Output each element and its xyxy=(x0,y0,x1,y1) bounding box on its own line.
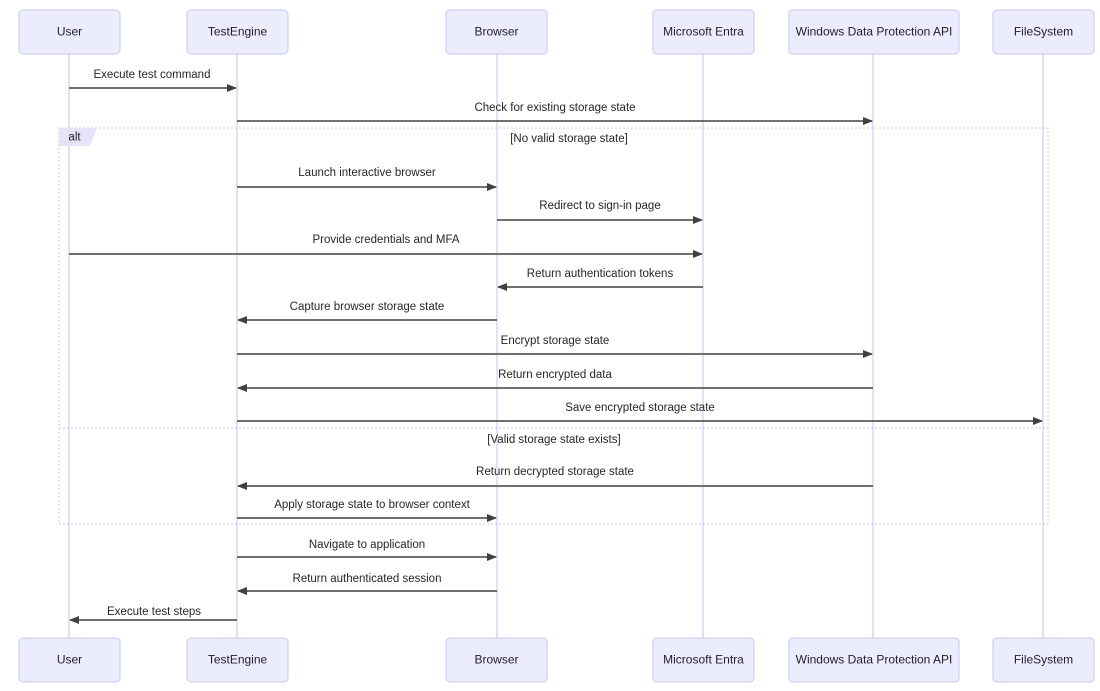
footer-actors-group: User TestEngine Browser Microsoft Entra Wind… xyxy=(18,637,1095,683)
message-label-m11: Return decrypted storage state xyxy=(476,466,634,478)
actor-header-label-browser: Browser xyxy=(474,25,518,39)
message-label-m2: Check for existing storage state xyxy=(474,102,635,114)
alt-condition-label: [No valid storage state] xyxy=(510,133,628,145)
message-label-m9: Return encrypted data xyxy=(498,369,612,381)
actor-footer-box-user[interactable] xyxy=(18,637,121,683)
actor-footer-label-fs: FileSystem xyxy=(1014,653,1073,667)
message-label-m5: Provide credentials and MFA xyxy=(312,234,459,246)
actor-header-box-fs[interactable] xyxy=(992,9,1095,55)
actor-footer-box-dpapi[interactable] xyxy=(788,637,960,683)
alt-tag-shape xyxy=(59,128,97,146)
message-label-m14: Return authenticated session xyxy=(293,573,442,585)
actor-footer-box-browser[interactable] xyxy=(445,637,548,683)
actor-header-label-fs: FileSystem xyxy=(1014,25,1073,39)
actor-footer-label-browser: Browser xyxy=(474,653,518,667)
actor-footer-box-engine[interactable] xyxy=(186,637,289,683)
message-label-m15: Execute test steps xyxy=(107,606,201,618)
alt-block-group: alt [No valid storage state] [Valid storag… xyxy=(58,127,1049,525)
message-label-m1: Execute test command xyxy=(94,69,211,81)
alt-condition-label: [Valid storage state exists] xyxy=(487,434,620,446)
message-label-m12: Apply storage state to browser context xyxy=(274,499,470,511)
actor-footer-label-engine: TestEngine xyxy=(208,653,268,667)
message-label-m8: Encrypt storage state xyxy=(501,335,610,347)
message-label-m3: Launch interactive browser xyxy=(298,167,436,179)
lifelines-group xyxy=(68,54,1044,638)
actor-header-box-dpapi[interactable] xyxy=(788,9,960,55)
header-actors-group: User TestEngine Browser Microsoft Entra Wind… xyxy=(18,9,1095,55)
message-label-m4: Redirect to sign-in page xyxy=(539,200,660,212)
actor-header-label-engine: TestEngine xyxy=(208,25,268,39)
actor-header-label-dpapi: Windows Data Protection API xyxy=(796,25,953,39)
alt-block-frame xyxy=(58,127,1049,525)
actor-header-box-user[interactable] xyxy=(18,9,121,55)
actor-footer-box-fs[interactable] xyxy=(992,637,1095,683)
alt-tag-label: alt xyxy=(68,132,81,144)
message-label-m13: Navigate to application xyxy=(309,539,425,551)
message-label-m6: Return authentication tokens xyxy=(527,268,674,280)
actor-header-box-entra[interactable] xyxy=(652,9,755,55)
actor-header-label-entra: Microsoft Entra xyxy=(663,25,744,39)
actor-footer-box-entra[interactable] xyxy=(652,637,755,683)
actor-footer-label-dpapi: Windows Data Protection API xyxy=(796,653,953,667)
message-label-m10: Save encrypted storage state xyxy=(565,402,715,414)
actor-header-box-browser[interactable] xyxy=(445,9,548,55)
actor-footer-label-entra: Microsoft Entra xyxy=(663,653,744,667)
message-label-m7: Capture browser storage state xyxy=(290,301,445,313)
actor-header-label-user: User xyxy=(57,25,82,39)
actor-footer-label-user: User xyxy=(57,653,82,667)
actor-header-box-engine[interactable] xyxy=(186,9,289,55)
